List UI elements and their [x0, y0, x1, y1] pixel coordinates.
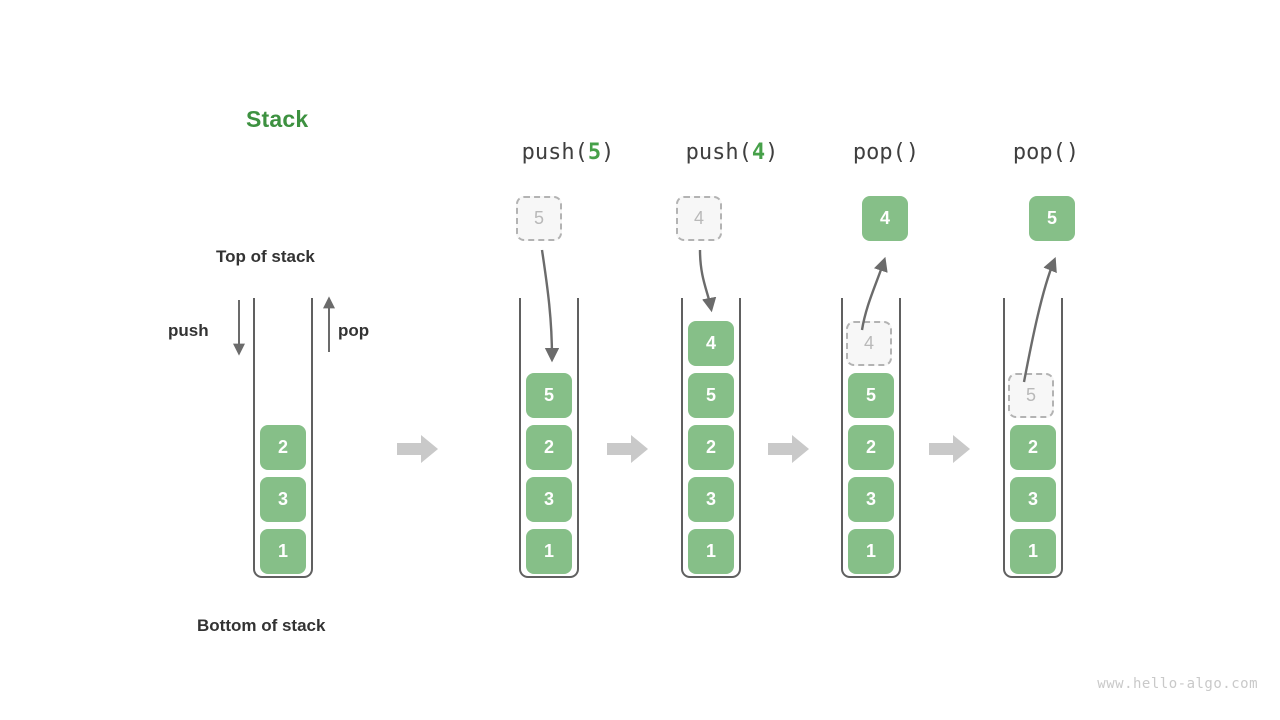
- op-suffix: ): [765, 140, 779, 165]
- flow-arrow: [768, 433, 810, 465]
- stack-element: 5: [688, 373, 734, 418]
- op-suffix: ): [1065, 140, 1080, 165]
- stack-container: [681, 298, 741, 578]
- stack-container: [841, 298, 901, 578]
- top-of-stack-label: Top of stack: [216, 247, 315, 266]
- op-prefix: push(: [685, 140, 752, 165]
- stack-element: 2: [848, 425, 894, 470]
- operation-caption-pop-1: pop(): [806, 140, 966, 165]
- operation-caption-push-5: push(5): [488, 140, 648, 165]
- stack-element: 4: [688, 321, 734, 366]
- stack-element: 1: [848, 529, 894, 574]
- right-arrow-icon: [768, 435, 809, 463]
- bottom-of-stack-label: Bottom of stack: [197, 616, 326, 635]
- stack-element: 1: [1010, 529, 1056, 574]
- floating-ghost-element: 4: [676, 196, 722, 241]
- stack-element: 2: [526, 425, 572, 470]
- stack-element: 3: [1010, 477, 1056, 522]
- op-suffix: ): [601, 140, 615, 165]
- floating-popped-element: 4: [862, 196, 908, 241]
- stack-element: 3: [526, 477, 572, 522]
- stack-element: 2: [1010, 425, 1056, 470]
- page-title: Stack: [246, 106, 309, 132]
- stack-element-ghost: 5: [1008, 373, 1054, 418]
- stack-element: 3: [260, 477, 306, 522]
- flow-arrow: [397, 433, 439, 465]
- op-suffix: ): [905, 140, 920, 165]
- operation-caption-pop-2: pop(): [966, 140, 1126, 165]
- op-prefix: push(: [521, 140, 588, 165]
- stack-element: 1: [260, 529, 306, 574]
- stack-element: 1: [526, 529, 572, 574]
- op-argument: 4: [751, 140, 766, 165]
- stack-element: 2: [688, 425, 734, 470]
- right-arrow-icon: [397, 435, 438, 463]
- op-prefix: pop(: [1012, 140, 1066, 165]
- stack-element: 3: [688, 477, 734, 522]
- operation-caption-push-4: push(4): [652, 140, 812, 165]
- floating-ghost-element: 5: [516, 196, 562, 241]
- stack-element: 5: [526, 373, 572, 418]
- stack-container: [519, 298, 579, 578]
- stack-element: 5: [848, 373, 894, 418]
- stack-container: [1003, 298, 1063, 578]
- floating-popped-element: 5: [1029, 196, 1075, 241]
- op-prefix: pop(: [852, 140, 906, 165]
- right-arrow-icon: [929, 435, 970, 463]
- push-label: push: [168, 321, 209, 340]
- right-arrow-icon: [607, 435, 648, 463]
- stack-element: 3: [848, 477, 894, 522]
- stack-element: 1: [688, 529, 734, 574]
- op-argument: 5: [587, 140, 602, 165]
- watermark: www.hello-algo.com: [1097, 676, 1258, 692]
- flow-arrow: [929, 433, 971, 465]
- stack-element: 2: [260, 425, 306, 470]
- stack-container: [253, 298, 313, 578]
- flow-arrow: [607, 433, 649, 465]
- stack-element-ghost: 4: [846, 321, 892, 366]
- pop-label: pop: [338, 321, 370, 340]
